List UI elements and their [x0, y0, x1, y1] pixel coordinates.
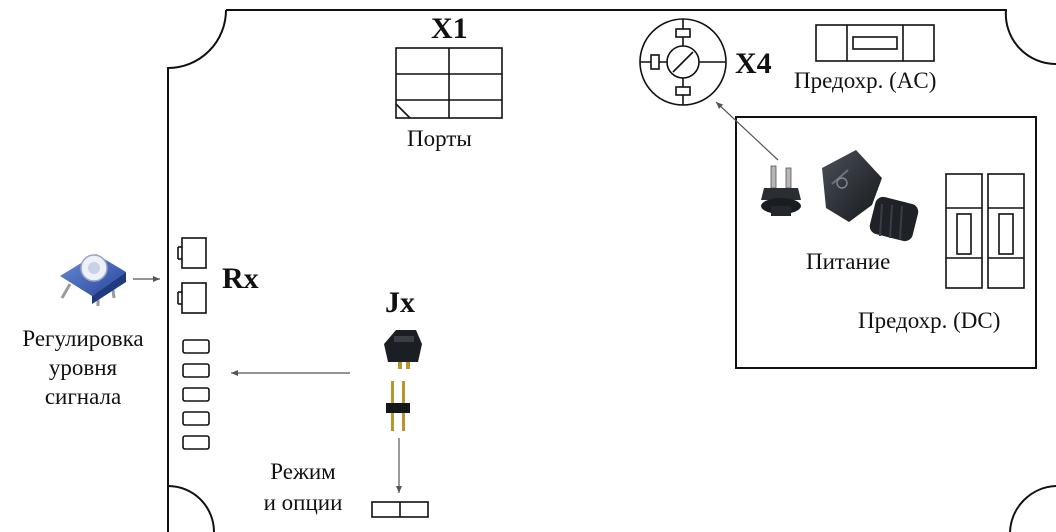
level-control-line-3: сигнала	[44, 384, 122, 409]
fuse-dc-shape	[945, 173, 1025, 289]
level-control-line-1: Регулировка	[22, 326, 144, 351]
fuse-dc-caption: Предохр. (DC)	[858, 308, 1001, 333]
pin-header-icon	[386, 381, 410, 431]
enclosure-outline	[167, 9, 1056, 532]
jumper-cap-icon	[384, 330, 422, 369]
level-control-slots	[182, 339, 210, 450]
jx-title: Jx	[385, 286, 415, 319]
mode-options-line-1: Режим	[270, 459, 336, 484]
power-caption: Питание	[806, 249, 891, 274]
mode-options-line-2: и опции	[263, 490, 343, 515]
connector-x4-shape	[639, 18, 727, 106]
rx-title: Rx	[222, 262, 259, 295]
connector-x1-shape	[395, 47, 503, 119]
power-socket-icon	[761, 165, 801, 216]
fuse-ac-caption: Предохр. (AC)	[794, 68, 937, 93]
power-plug-connector-icon	[822, 150, 919, 242]
level-control-caption: Регулировка уровня сигнала	[6, 324, 160, 411]
fuse-ac-shape	[815, 24, 935, 62]
power-panel-frame	[735, 116, 1037, 369]
mode-jumper-slot	[371, 501, 429, 518]
level-control-line-2: уровня	[48, 355, 118, 380]
rx-elements	[177, 237, 207, 314]
x1-caption: Порты	[407, 126, 472, 151]
mode-options-caption: Режим и опции	[248, 456, 358, 518]
arrow-socket-to-x4	[715, 101, 779, 161]
x4-title: X4	[735, 47, 772, 80]
trimmer-potentiometer-icon	[60, 254, 126, 306]
x1-title: X1	[431, 12, 468, 45]
